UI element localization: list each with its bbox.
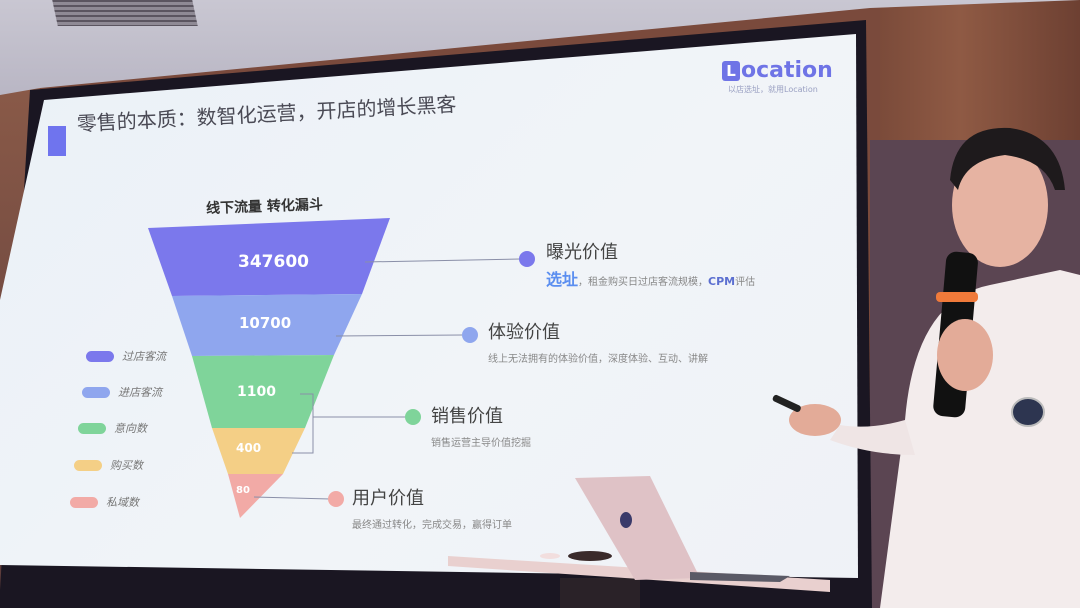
funnel-segment-2 xyxy=(172,294,362,356)
callout-desc-text: ，租金购买日过店客流规模， xyxy=(578,277,709,288)
legend-item: 意向数 xyxy=(78,420,147,436)
funnel-segment-5 xyxy=(228,474,283,518)
legend-swatch xyxy=(86,350,114,362)
funnel-value-5: 80 xyxy=(236,485,250,496)
legend-item: 私域数 xyxy=(70,494,139,510)
laptop-lid xyxy=(575,476,700,580)
presenter-left-hand xyxy=(789,404,841,436)
callout-desc-tail: 评估 xyxy=(735,277,756,288)
presenter-shirt xyxy=(880,270,1080,608)
funnel-value-2: 10700 xyxy=(239,314,292,332)
callout-desc: 最终通过转化，完成交易，赢得订单 xyxy=(352,520,512,531)
legend-swatch xyxy=(82,386,110,398)
legend-swatch xyxy=(78,422,106,434)
funnel-segment-1 xyxy=(148,218,390,296)
legend-label: 进店客流 xyxy=(118,386,162,399)
presenter-face xyxy=(952,143,1048,267)
legend-label: 过店客流 xyxy=(122,350,166,363)
callout-title: 用户价值 xyxy=(352,488,424,509)
funnel-segment-3 xyxy=(192,355,334,428)
callout-desc: 销售运营主导价值挖掘 xyxy=(431,438,531,449)
legend-item: 进店客流 xyxy=(82,384,162,400)
callout-highlight: 选址 xyxy=(546,270,579,289)
callout-title: 体验价值 xyxy=(488,322,560,343)
microphone-ring xyxy=(936,292,978,302)
title-accent-bar xyxy=(48,126,66,156)
callout-title: 销售价值 xyxy=(431,406,503,427)
callout-dot xyxy=(462,327,478,343)
wristwatch xyxy=(1011,397,1045,427)
desk-object xyxy=(568,551,612,561)
presenter-hand xyxy=(937,319,993,391)
callout-dot xyxy=(405,409,421,425)
funnel-value-3: 1100 xyxy=(237,384,276,400)
legend-swatch xyxy=(74,459,102,471)
callout-desc: 选址，租金购买日过店客流规模，CPM评估 xyxy=(546,266,755,290)
funnel-segment-4 xyxy=(212,428,305,474)
presenter-sleeve xyxy=(830,420,915,455)
legend-label: 购买数 xyxy=(110,459,143,472)
legend-item: 过店客流 xyxy=(86,348,166,364)
presenter-hair xyxy=(950,127,1065,190)
laptop-logo xyxy=(620,512,632,528)
callout-dot xyxy=(328,491,344,507)
funnel-value-1: 347600 xyxy=(238,252,309,272)
callout-desc-bold: CPM xyxy=(708,275,736,288)
logo-subtitle: 以店选址，就用Location xyxy=(728,85,818,94)
callout-desc: 线上无法拥有的体验价值，深度体验、互动、讲解 xyxy=(488,354,708,365)
logo-letter-box: L xyxy=(722,61,740,81)
legend-item: 购买数 xyxy=(74,457,143,473)
funnel-value-4: 400 xyxy=(236,441,262,455)
legend-swatch xyxy=(70,496,98,508)
logo-text: ocation xyxy=(741,58,833,83)
podium-stand xyxy=(560,578,640,608)
legend-label: 私域数 xyxy=(106,496,139,509)
callout-dot xyxy=(519,251,535,267)
legend-label: 意向数 xyxy=(114,422,147,435)
callout-title: 曝光价值 xyxy=(546,242,618,263)
laptop-base xyxy=(690,572,790,582)
presentation-clicker xyxy=(772,394,801,412)
mouse xyxy=(540,553,560,559)
